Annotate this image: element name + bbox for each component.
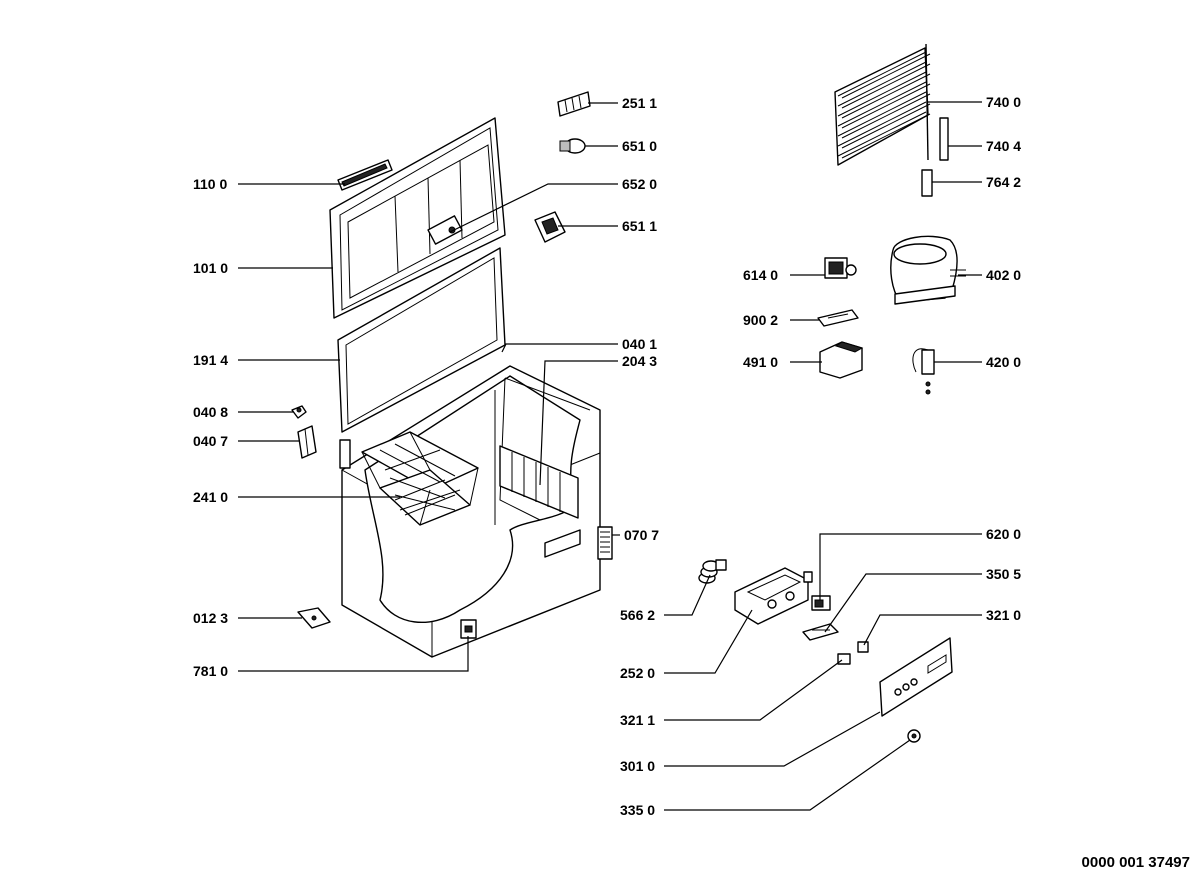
relay-cover [819, 341, 864, 379]
callout-350-5: 350 5 [986, 566, 1021, 582]
lamp-cover [557, 91, 591, 117]
callout-241-0: 241 0 [193, 489, 228, 505]
callout-101-0: 101 0 [193, 260, 228, 276]
callout-781-0: 781 0 [193, 663, 228, 679]
wire-basket [361, 431, 479, 526]
callout-labels: 251 1 651 0 110 0 652 0 651 1 101 0 040 … [193, 94, 1190, 871]
control-housing [734, 567, 813, 625]
indicator-lamp [857, 641, 869, 653]
callout-040-7: 040 7 [193, 433, 228, 449]
callout-614-0: 614 0 [743, 267, 778, 283]
hinge-cover [297, 425, 317, 459]
hinge-clip [291, 405, 307, 419]
vent-grille [597, 526, 613, 560]
callout-651-0: 651 0 [622, 138, 657, 154]
callout-491-0: 491 0 [743, 354, 778, 370]
control-panel [879, 637, 953, 717]
indicator-lamp-green [837, 653, 851, 665]
starter-relay [824, 257, 857, 279]
callout-204-3: 204 3 [622, 353, 657, 369]
condenser-coil [834, 43, 949, 197]
callout-900-2: 900 2 [743, 312, 778, 328]
callout-764-2: 764 2 [986, 174, 1021, 190]
callout-012-3: 012 3 [193, 610, 228, 626]
lamp-holder [534, 211, 566, 243]
callout-252-0: 252 0 [620, 665, 655, 681]
leader-lines [238, 101, 982, 811]
cabinet-hinge [339, 439, 351, 469]
callout-040-8: 040 8 [193, 404, 228, 420]
callout-251-1: 251 1 [622, 95, 657, 111]
lid-handle [337, 159, 393, 191]
hinge-bracket [297, 607, 331, 629]
callout-335-0: 335 0 [620, 802, 655, 818]
thermostat-knob [811, 595, 831, 611]
screw [907, 729, 921, 743]
callout-651-1: 651 1 [622, 218, 657, 234]
spring [698, 559, 727, 584]
compressor [890, 235, 966, 305]
callout-110-0: 110 0 [193, 176, 227, 192]
callout-566-2: 566 2 [620, 607, 655, 623]
callout-321-0: 321 0 [986, 607, 1021, 623]
document-number: 0000 001 37497 [1082, 854, 1190, 871]
wire-clip [817, 309, 859, 327]
lid [329, 117, 506, 319]
callout-402-0: 402 0 [986, 267, 1021, 283]
callout-070-7: 070 7 [624, 527, 659, 543]
callout-420-0: 420 0 [986, 354, 1021, 370]
callout-191-4: 191 4 [193, 352, 228, 368]
callout-301-0: 301 0 [620, 758, 655, 774]
lamp-bulb [559, 138, 586, 154]
callout-740-0: 740 0 [986, 94, 1021, 110]
divider-panel [499, 445, 579, 519]
callout-040-1: 040 1 [622, 336, 657, 352]
callout-652-0: 652 0 [622, 176, 657, 192]
callout-321-1: 321 1 [620, 712, 655, 728]
capacitor [912, 348, 935, 395]
callout-620-0: 620 0 [986, 526, 1021, 542]
callout-740-4: 740 4 [986, 138, 1021, 154]
thermostat-sensor [802, 623, 839, 641]
